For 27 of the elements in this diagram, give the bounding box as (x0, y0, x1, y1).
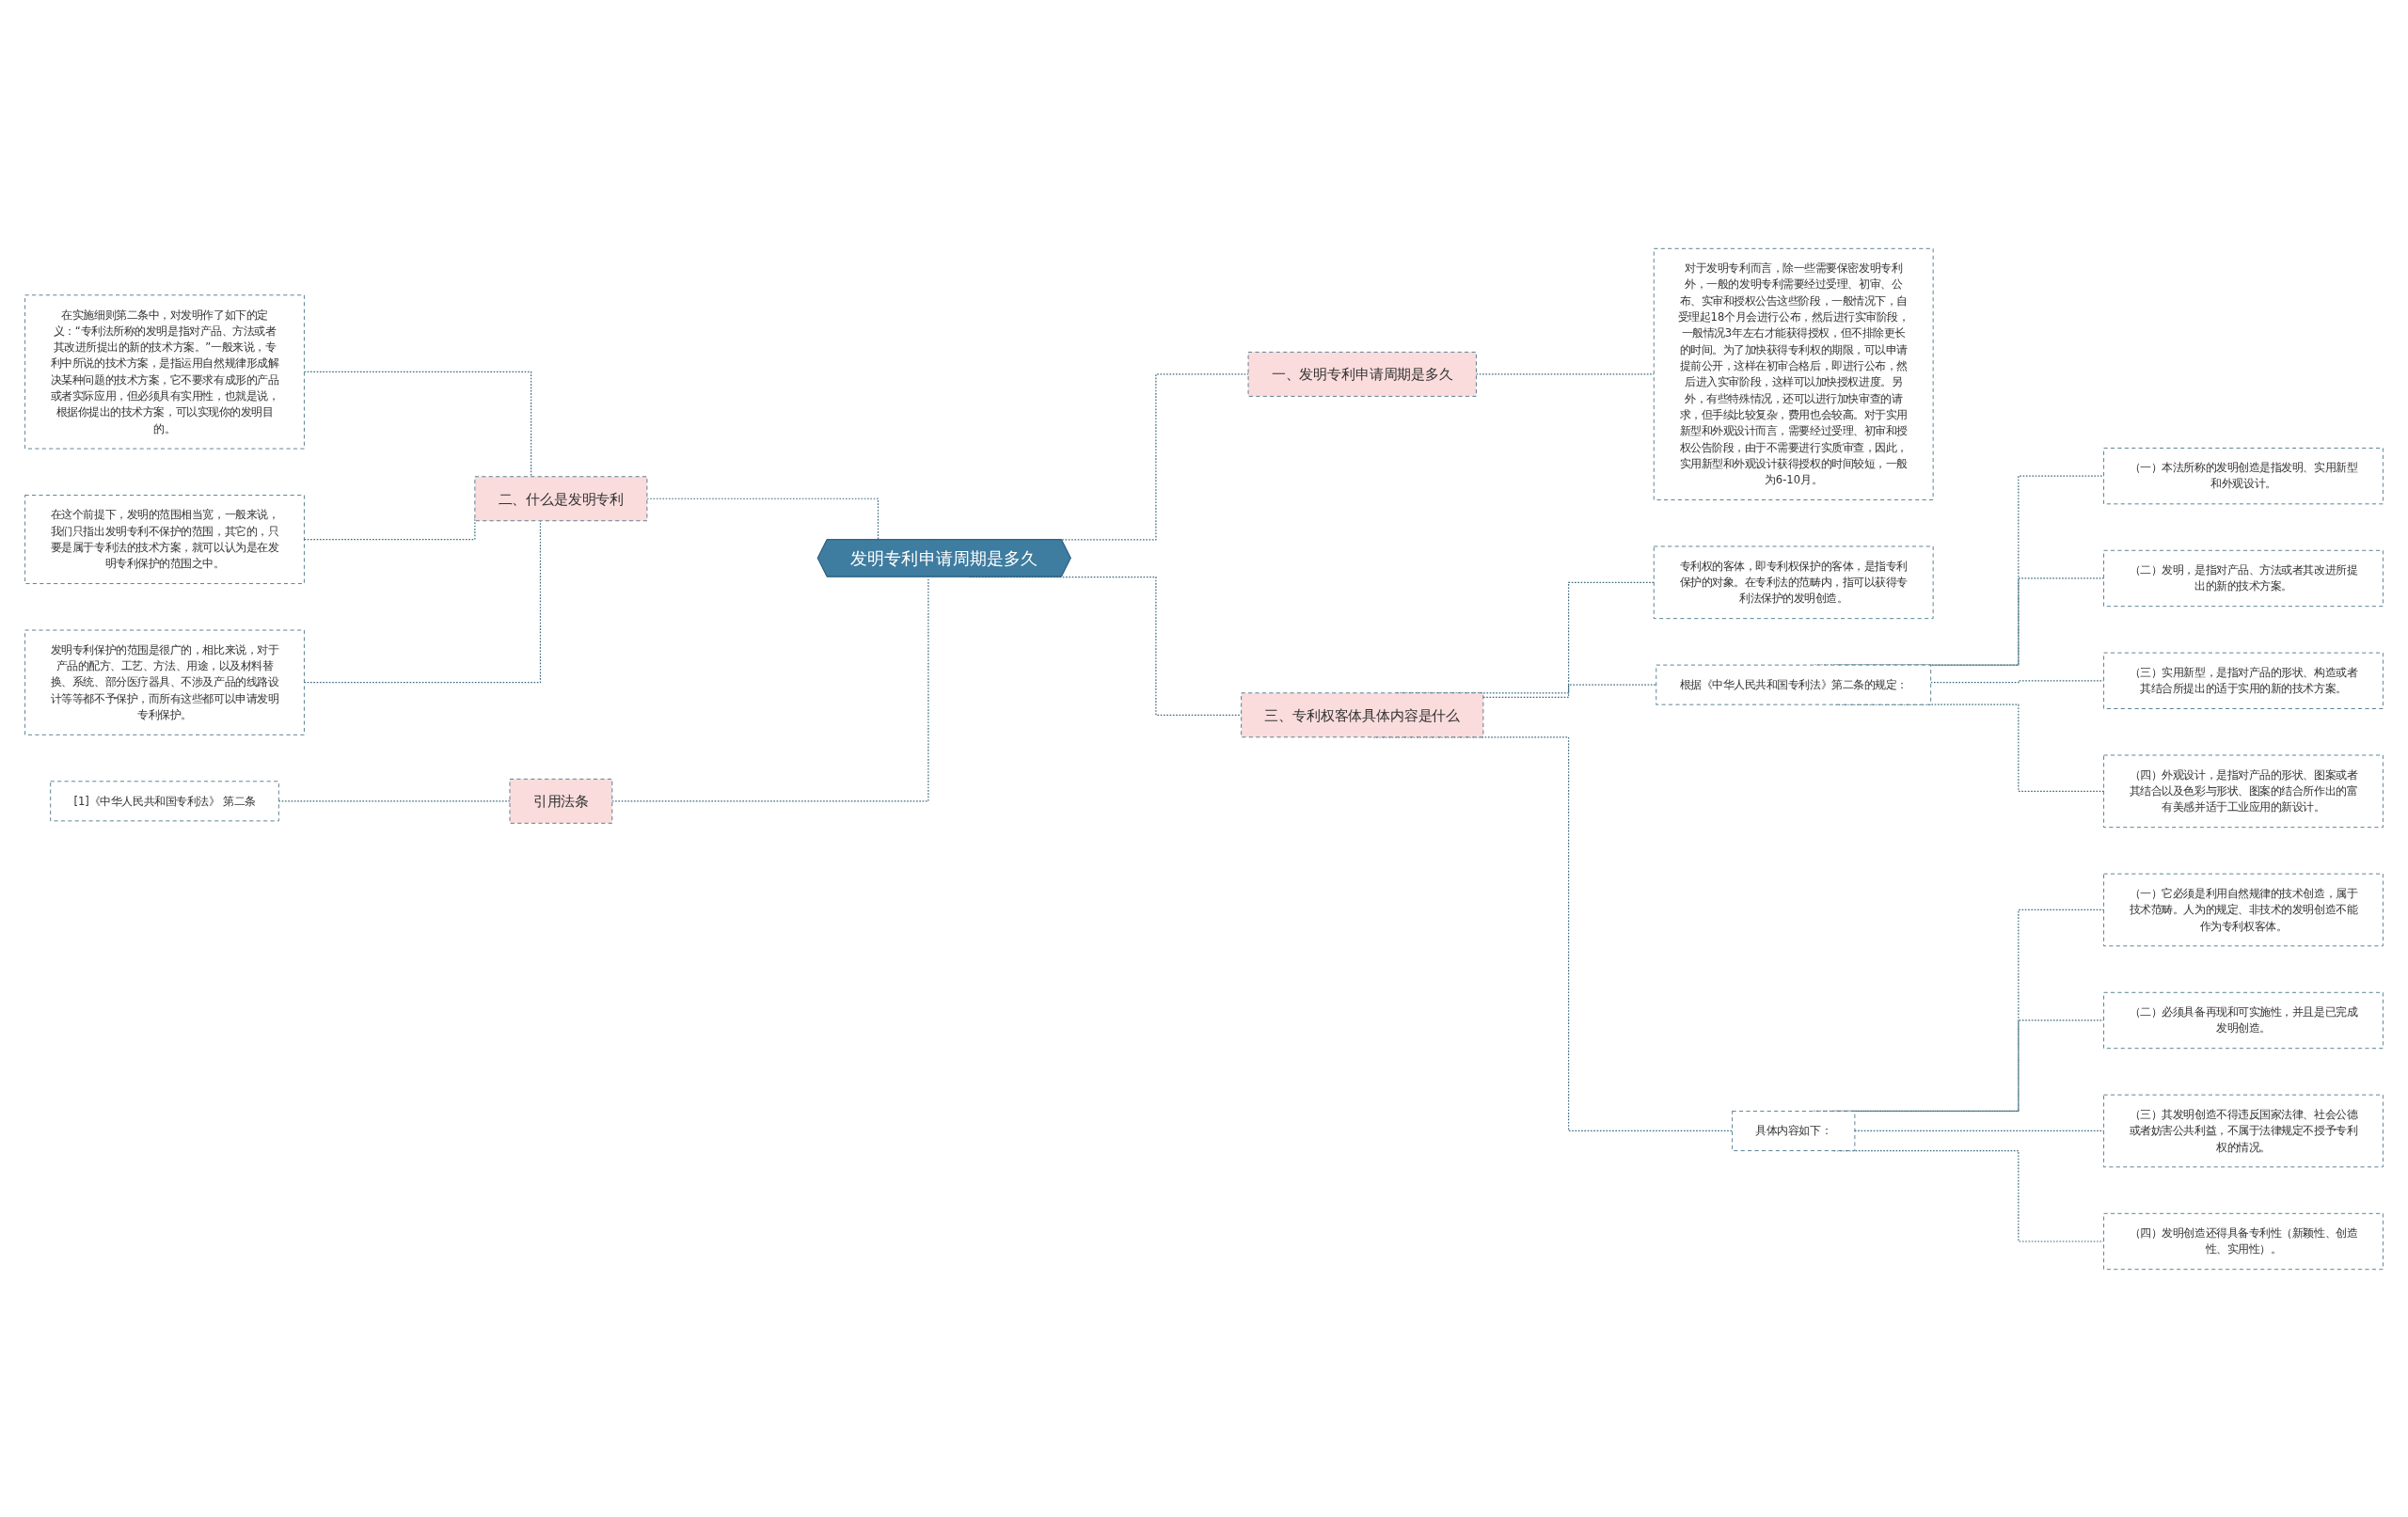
node-box: （二）发明，是指对产品、方法或者其改进所提出的新的技术方案。 (2103, 549, 2384, 607)
node-box: 具体内容如下： (1732, 1110, 1856, 1151)
node-box: 根据《中华人民共和国专利法》第二条的规定： (1656, 664, 1932, 705)
node-box: 在实施细则第二条中，对发明作了如下的定义：“专利法所称的发明是指对产品、方法或者其改进所提出的新的技术方案。”一般来说，专利中所说的技术方案，是指运用自然规律形成解决某种问题的技术方案，它不要求有成形的产品或者实际应用，但必须具有实用性，也就是说，根据你提出的技术方案，可以实现你的发明目的。 (24, 293, 305, 449)
node-box: （二）必须具备再现和可实施性，并且是已完成发明创造。 (2103, 991, 2384, 1049)
connector (303, 371, 532, 477)
connector (611, 576, 929, 801)
node-box: （一）本法所称的发明创造是指发明、实用新型和外观设计。 (2103, 447, 2384, 504)
node-box: 二、什么是发明专利 (474, 475, 648, 521)
node-box: 对于发明专利而言，除一些需要保密发明专利外，一般的发明专利需要经过受理、初审、公布、实审和授权公告这些阶段，一般情况下，自受理起18个月会进行公布，然后进行实审阶段，一般情况3年左右才能获得授权，但不排除更长的时间。为了加快获得专利权的期限，可以申请提前公开，这样在初审合格后，即进行公布，然后进入实审阶段，这样可以加快授权进度。另外，有些特殊情况，还可以进行加快审查的请求，但手续比较复杂，费用也会较高。对于实用新型和外观设计而言，需要经过受理、初审和授权公告阶段，由于不需要进行实质审查，因此，实用新型和外观设计获得授权的时间较短，一般为6-10月。 (1653, 247, 1934, 500)
connector (1854, 1130, 2105, 1131)
connector (303, 519, 542, 683)
node-box: （三）其发明创造不得违反国家法律、社会公德或者妨害公共利益，不属于法律规定不授予专利权的情况。 (2103, 1094, 2384, 1167)
connector (1475, 372, 1655, 374)
node-box: 三、专利权客体具体内容是什么 (1241, 691, 1484, 737)
node-box: [1]《中华人民共和国专利法》 第二条 (50, 780, 279, 821)
node-box: 在这个前提下，发明的范围相当宽，一般来说，我们只指出发明专利不保护的范围，其它的，只要是属于专利法的技术方案，就可以认为是在发明专利保护的范围之中。 (24, 494, 305, 584)
node-box: 一、发明专利申请周期是多久 (1247, 351, 1477, 397)
node-box: 引用法条 (509, 778, 613, 824)
connector (303, 517, 476, 540)
connector (1482, 684, 1657, 698)
node-box: （四）发明创造还得具备专利性（新颖性、创造性、实用性）。 (2103, 1212, 2384, 1270)
node-box: 专利权的客体，即专利权保护的客体，是指专利保护的对象。在专利法的范畴内，指可以获得专利法保护的发明创造。 (1653, 545, 1934, 619)
node-box: （三）实用新型，是指对产品的形状、构造或者其结合所提出的适于实用的新的技术方案。 (2103, 652, 2384, 709)
node-box: （四）外观设计，是指对产品的形状、图案或者其结合以及色彩与形状、图案的结合所作出的富有美感并适于工业应用的新设计。 (2103, 754, 2384, 828)
node-box: 发明专利保护的范围是很广的，相比来说，对于产品的配方、工艺、方法、用途，以及材料替换、系统、部分医疗器具、不涉及产品的线路设计等等都不予保护，而所有这些都可以申请发明专利保护。 (24, 629, 305, 735)
node-box: （一）它必须是利用自然规律的技术创造，属于技术范畴。人为的规定、非技术的发明创造不能作为专利权客体。 (2103, 873, 2384, 946)
